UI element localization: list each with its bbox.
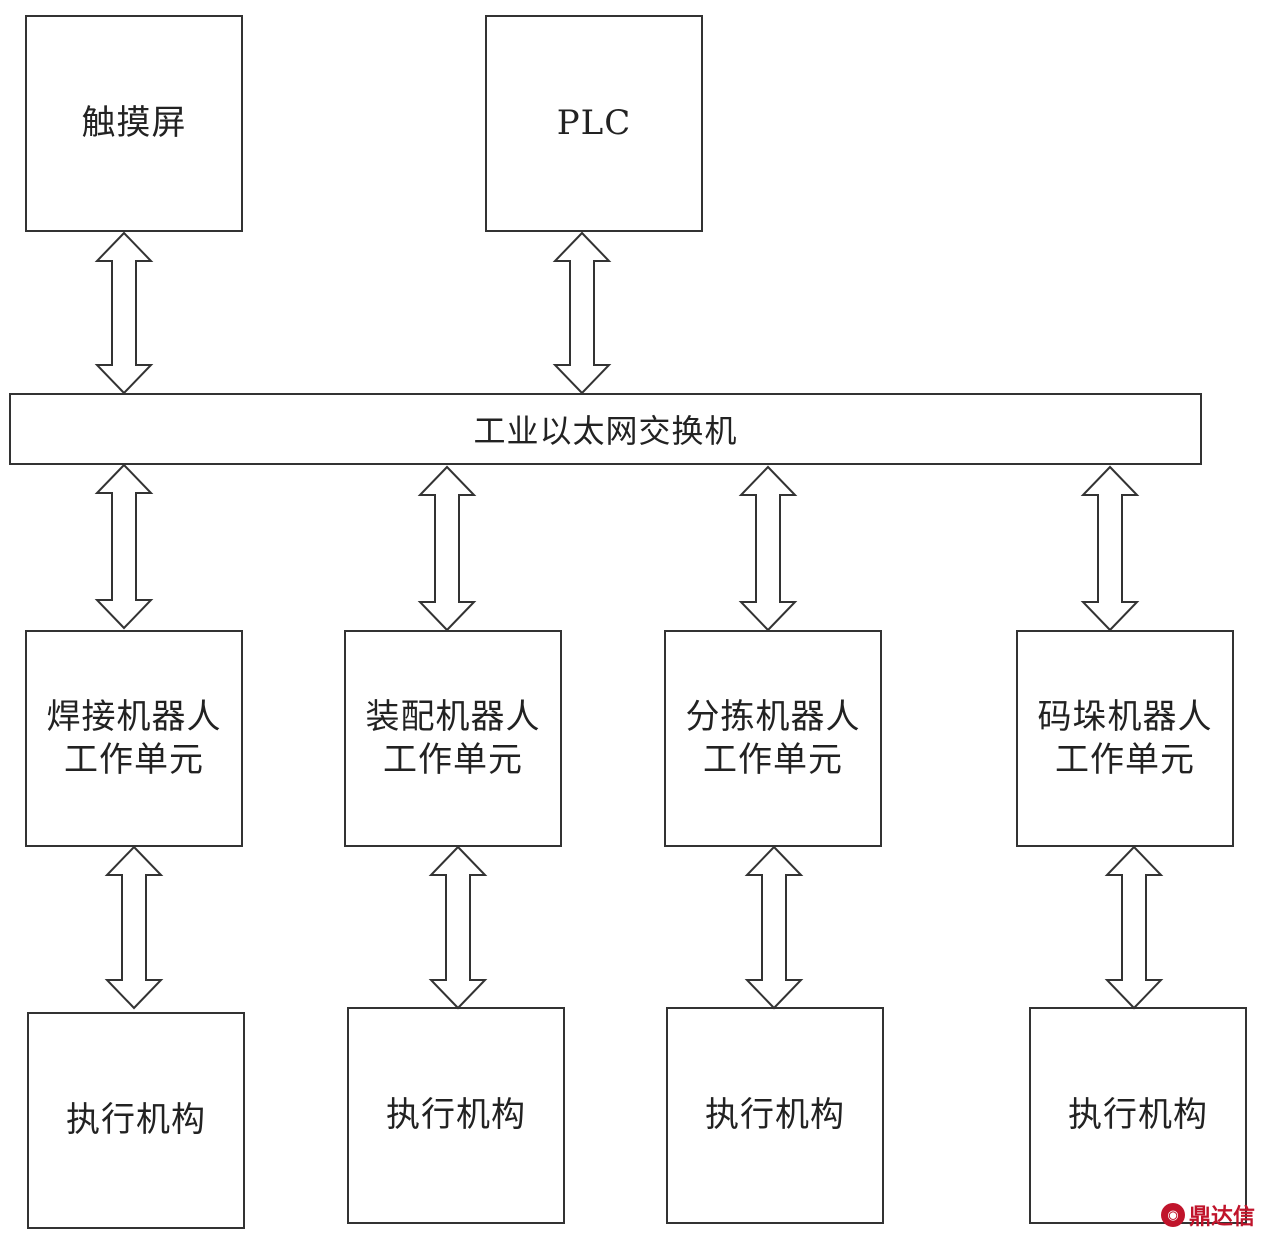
- double-arrow-palletizing-actuator: [1104, 845, 1164, 1010]
- unit-label-palletizing: 码垛机器人 工作单元: [1037, 697, 1213, 780]
- double-arrow-switch-palletizing: [1080, 465, 1140, 632]
- plc-box: PLC: [485, 15, 703, 232]
- actuator-label-3: 执行机构: [705, 1095, 845, 1136]
- actuator-box-3: 执行机构: [666, 1007, 884, 1224]
- plc-label: PLC: [556, 103, 632, 144]
- double-arrow-sorting-actuator: [744, 845, 804, 1010]
- double-arrow-switch-welding: [94, 463, 154, 630]
- unit-label-assembly: 装配机器人 工作单元: [365, 697, 541, 780]
- double-arrow-plc: [552, 231, 612, 395]
- double-arrow-switch-sorting: [738, 465, 798, 632]
- touchscreen-label: 触摸屏: [81, 103, 187, 144]
- unit-box-assembly: 装配机器人 工作单元: [344, 630, 562, 847]
- double-arrow-switch-assembly: [417, 465, 477, 632]
- unit-box-sorting: 分拣机器人 工作单元: [664, 630, 882, 847]
- actuator-label-2: 执行机构: [386, 1095, 526, 1136]
- unit-box-palletizing: 码垛机器人 工作单元: [1016, 630, 1234, 847]
- actuator-label-1: 执行机构: [66, 1100, 206, 1141]
- actuator-box-1: 执行机构: [27, 1012, 245, 1229]
- dingdaxin-logo-icon: ◉: [1160, 1203, 1185, 1227]
- double-arrow-touchscreen: [94, 231, 154, 395]
- unit-label-sorting: 分拣机器人 工作单元: [685, 697, 861, 780]
- ethernet-switch-bar: 工业以太网交换机: [9, 393, 1202, 465]
- double-arrow-welding-actuator: [104, 845, 164, 1010]
- actuator-label-4: 执行机构: [1068, 1095, 1208, 1136]
- unit-label-welding: 焊接机器人 工作单元: [46, 697, 222, 780]
- actuator-box-2: 执行机构: [347, 1007, 565, 1224]
- ethernet-switch-label: 工业以太网交换机: [473, 412, 738, 450]
- watermark: ◉ 鼎达信: [1160, 1199, 1255, 1231]
- double-arrow-assembly-actuator: [428, 845, 488, 1010]
- unit-box-welding: 焊接机器人 工作单元: [25, 630, 243, 847]
- watermark-text: 鼎达信: [1188, 1205, 1255, 1230]
- touchscreen-box: 触摸屏: [25, 15, 243, 232]
- actuator-box-4: 执行机构: [1029, 1007, 1247, 1224]
